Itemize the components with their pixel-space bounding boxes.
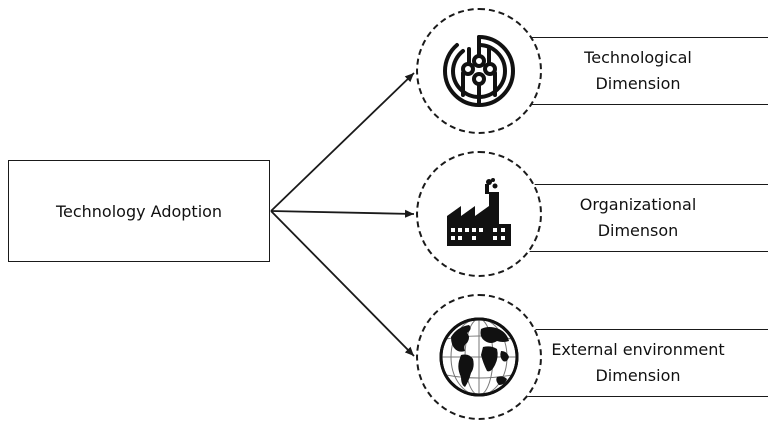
arrow-to-technological [270,72,415,212]
external-icon-circle [416,294,542,420]
technology-adoption-box: Technology Adoption [8,160,270,262]
technology-adoption-label: Technology Adoption [55,201,223,221]
arrow-to-organizational [270,209,415,218]
technological-dimension-line2: Dimension [595,74,681,93]
globe-icon [439,317,519,397]
technological-dimension-line1: Technological [584,48,692,67]
arrow-to-external [270,210,415,357]
organizational-dimension-line2: Dimenson [597,221,679,240]
factory-icon [447,178,511,246]
external-environment-dimension-line1: External environment [551,340,725,359]
organizational-icon-circle [416,151,542,277]
circuit-icon [442,35,516,108]
external-environment-dimension-line2: Dimension [595,366,681,385]
technological-icon-circle [416,8,542,134]
organizational-dimension-line1: Organizational [579,195,697,214]
